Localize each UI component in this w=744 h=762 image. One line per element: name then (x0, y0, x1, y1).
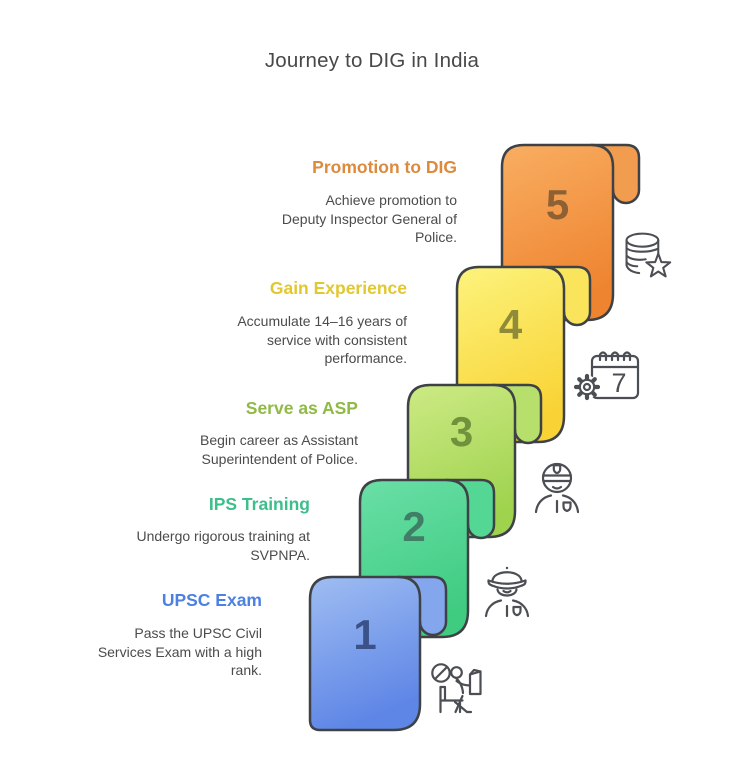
step-4-description: Accumulate 14–16 years of service with c… (237, 313, 407, 366)
writing-person (450, 666, 482, 714)
smile (502, 589, 512, 594)
step-1-title: UPSC Exam (161, 590, 262, 610)
officer-cap (487, 566, 527, 590)
calendar-shape: 7 (590, 351, 640, 400)
exam-writing-icon (431, 663, 482, 714)
step-5-description: Achieve promotion to Deputy Inspector Ge… (281, 192, 457, 245)
calendar-gear-icon: 7 (574, 351, 640, 401)
officer-head (541, 462, 573, 494)
smile (551, 485, 563, 490)
police-cap-officer-icon (484, 566, 530, 618)
step-1-number: 1 (353, 611, 377, 658)
ribbon-body (308, 575, 422, 732)
step-1-description: Pass the UPSC Civil Services Exam with a… (97, 625, 262, 678)
step-2-number: 2 (402, 503, 426, 550)
calendar-day-7: 7 (611, 368, 626, 398)
officer-face (496, 588, 518, 597)
no-sign (431, 663, 451, 683)
gear-shape (574, 373, 601, 401)
step-3-title: Serve as ASP (245, 398, 358, 418)
star-shape (645, 252, 672, 278)
database-shape (625, 232, 660, 275)
step-4-title: Gain Experience (269, 278, 407, 298)
officer-shoulders (534, 494, 580, 514)
database-star-icon (625, 232, 672, 278)
step-4-number: 4 (498, 301, 523, 348)
police-helmet-officer-icon (534, 462, 580, 514)
helmet-badge (552, 464, 562, 475)
chest-badge (512, 605, 522, 617)
step-5-title: Promotion to DIG (312, 157, 457, 177)
step-5-number: 5 (545, 181, 570, 228)
chair (439, 685, 464, 714)
exam-board (468, 670, 482, 696)
step-3-number: 3 (449, 408, 474, 455)
infographic-title: Journey to DIG in India (264, 49, 480, 72)
officer-shoulders (484, 599, 530, 618)
step-2-description: Undergo rigorous training at SVPNPA. (136, 528, 310, 563)
step-3-description: Begin career as Assistant Superintendent… (200, 432, 358, 467)
chest-badge (562, 501, 572, 513)
step-2-title: IPS Training (208, 494, 310, 514)
step-1-ribbon (308, 575, 448, 732)
